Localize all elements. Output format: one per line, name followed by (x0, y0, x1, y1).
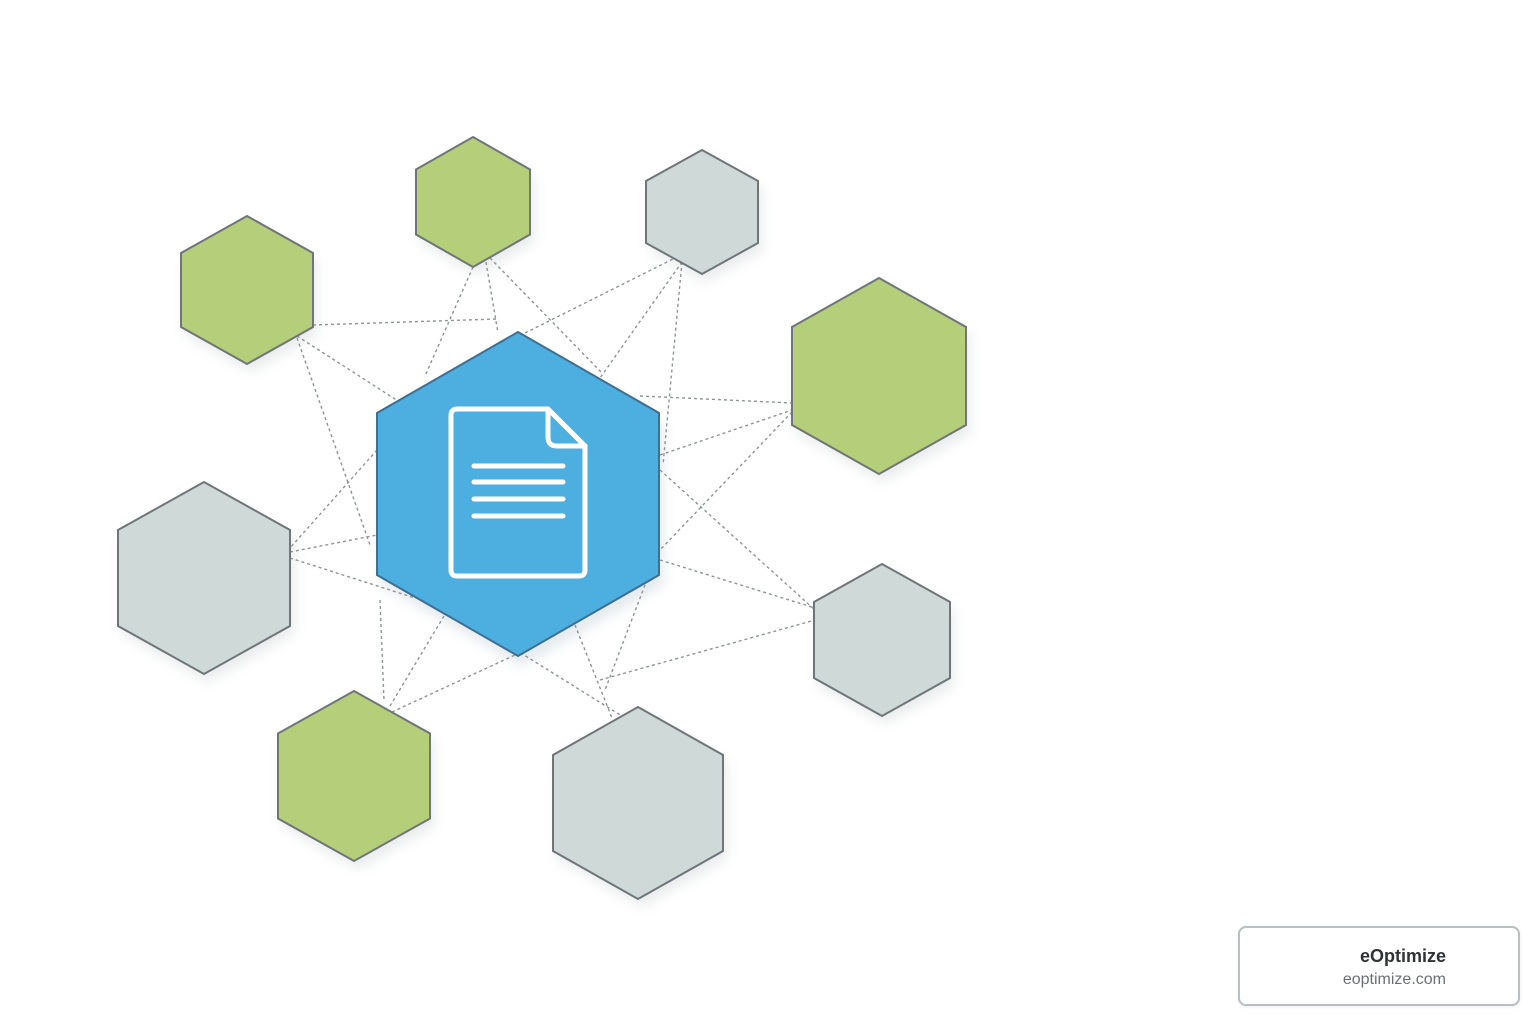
document-icon (448, 406, 588, 579)
document-folded-corner (545, 406, 588, 449)
connector-line (489, 257, 602, 373)
hexagon-node-right-small (813, 562, 951, 718)
hexagon-node-bottom-center (552, 705, 724, 901)
connector-line (657, 411, 793, 553)
connector-line (312, 318, 498, 326)
connector-line (599, 261, 683, 379)
connector-line (659, 409, 793, 456)
connector-line (391, 654, 516, 713)
hexagon-node-top-center (415, 135, 531, 269)
connector-line (639, 395, 793, 404)
brand-name: eOptimize (1359, 946, 1446, 966)
hexagon-nodes (117, 135, 967, 901)
hexagon-node-top-left (180, 214, 314, 366)
connector-line (379, 599, 385, 701)
connector-line (289, 534, 378, 553)
hexagon-node-bottom-left (277, 689, 431, 863)
connector-line (289, 449, 378, 549)
connector-line (599, 619, 816, 681)
connector-line (389, 615, 445, 707)
connector-line (659, 559, 816, 609)
hexagon-node-left-large (117, 480, 291, 676)
connector-line (485, 261, 499, 334)
connector-line (659, 469, 816, 611)
hexagon-node-right-large (791, 276, 967, 476)
connector-line (604, 584, 646, 691)
hexagon-node-top-right (645, 148, 759, 276)
connector-line (574, 624, 613, 719)
connector-line (524, 257, 676, 334)
connector-line (662, 261, 683, 466)
center-hexagon (376, 330, 660, 658)
document-page-outline (448, 406, 588, 579)
connector-line (296, 337, 371, 546)
center-node (376, 330, 660, 658)
brand-url: eoptimize.com (1342, 971, 1446, 988)
connector-line (296, 335, 399, 402)
connector-lines (289, 257, 816, 719)
connector-line (424, 266, 474, 377)
brand-watermark-card: eOptimize eoptimize.com (1238, 926, 1520, 1006)
connector-line (289, 557, 416, 599)
